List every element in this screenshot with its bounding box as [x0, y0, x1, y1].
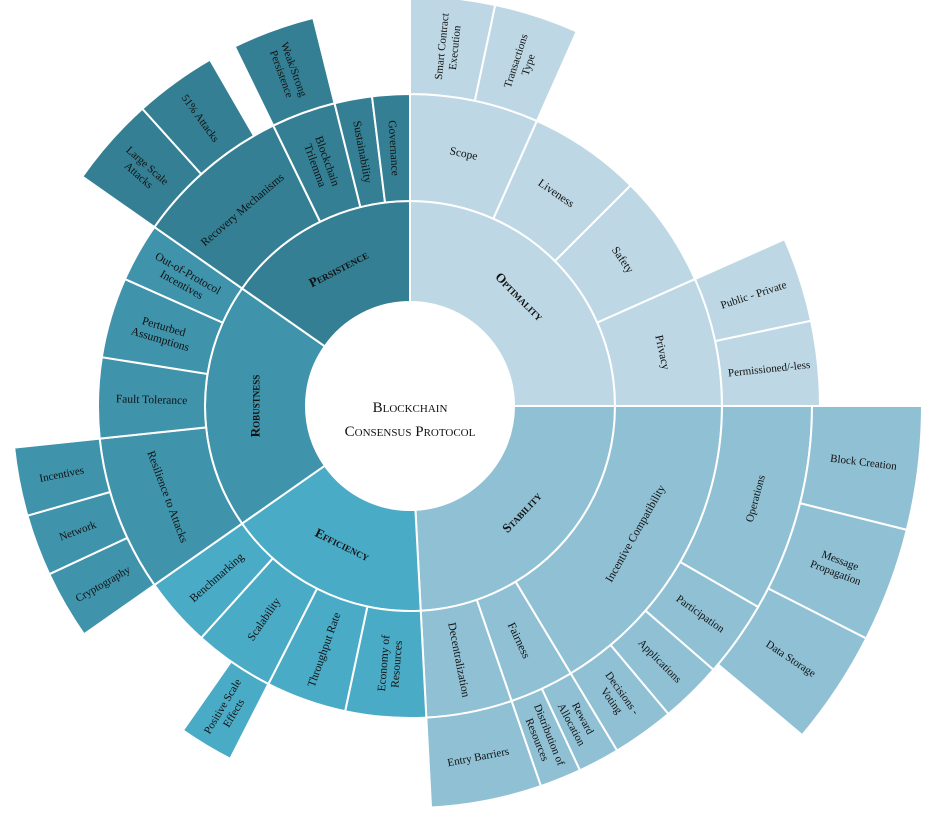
segments-layer [13, 0, 924, 809]
center-title-line2: Consensus Protocol [345, 424, 476, 440]
leaf-label-smart-contract-execution: Smart ContractExecution [433, 13, 465, 82]
ring3-transactions-type [473, 3, 579, 123]
subcategory-label-economy-of-resources: Economy ofResources [376, 634, 405, 692]
subcategory-label-governance: Governance [386, 120, 401, 176]
ring3-entry-barriers [425, 699, 543, 809]
ring3-incentives [13, 437, 112, 517]
ring3-weak-strong-persistence [233, 16, 336, 127]
ring2-governance [370, 92, 411, 204]
center-title-line1: Blockchain [373, 400, 448, 416]
subcategory-label-scope: Scope [449, 145, 479, 163]
center-hole [306, 302, 514, 510]
subcategory-label-fault-tolerance: Fault Tolerance [116, 393, 188, 407]
ring3-positive-scale-effects [181, 660, 270, 761]
ring4-data-storage [716, 587, 868, 737]
category-label-robustness: Robustness [248, 375, 263, 437]
ring3-51-attacks [140, 58, 256, 176]
